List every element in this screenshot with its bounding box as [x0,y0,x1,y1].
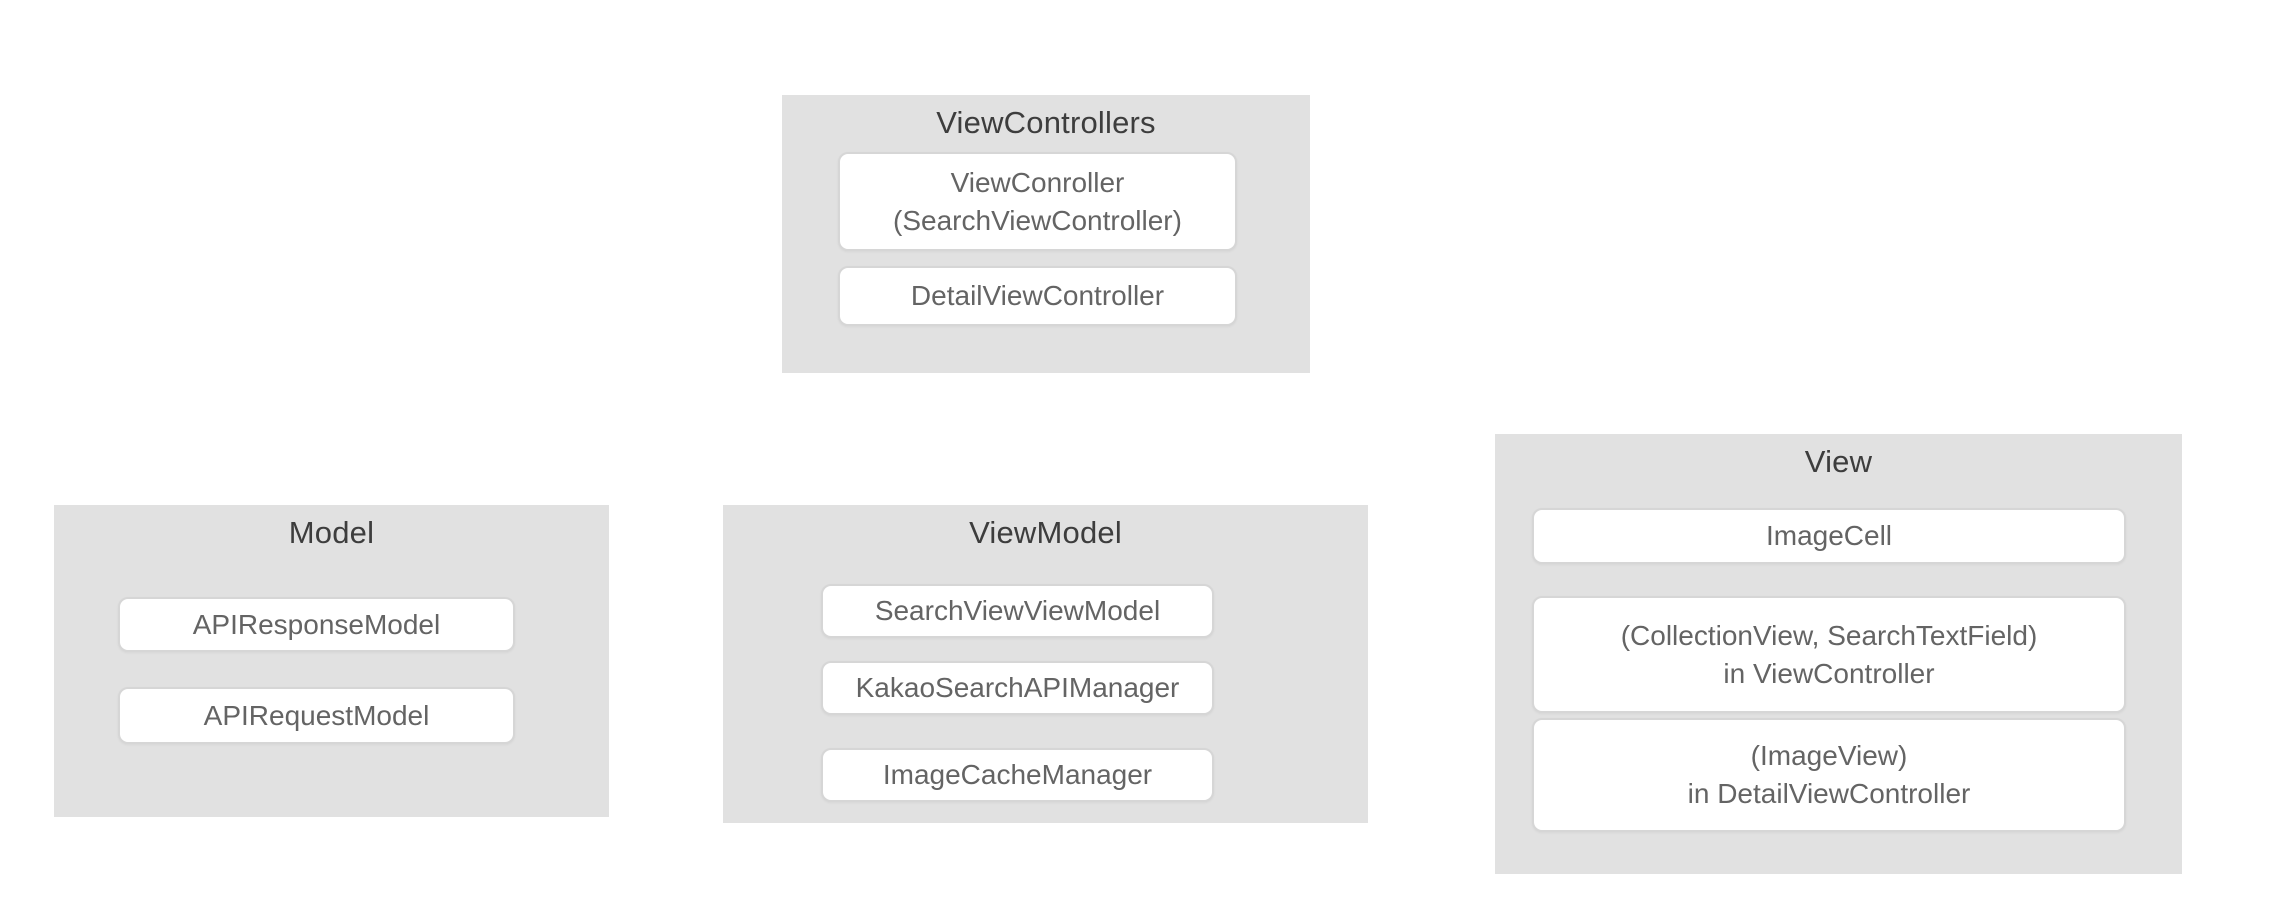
node-searchviewviewmodel: SearchViewViewModel [821,584,1214,638]
group-model-title: Model [288,515,375,550]
node-label-line: ImageCell [1765,520,1893,551]
node-label-line: APIResponseModel [192,608,441,640]
node-imageview-detailviewcontroller: (ImageView) in DetailViewController [1532,718,2126,832]
node-collectionview-searchtextfield: (CollectionView, SearchTextField) in Vie… [1532,596,2126,713]
node-imagecachemanager: ImageCacheManager [821,748,1214,802]
node-label-line: DetailViewController [910,280,1165,311]
node-label-line: in ViewController [1723,657,1935,689]
group-view-title: View [1804,444,1873,479]
node-label-line: (CollectionView, SearchTextField) [1620,619,2038,651]
node-label-line: KakaoSearchAPIManager [855,672,1180,703]
node-label-line: (SearchViewController) [893,204,1182,236]
node-label-line: APIRequestModel [203,699,430,731]
node-label-line: SearchViewViewModel [874,595,1161,626]
group-viewcontrollers: ViewControllers ViewConroller (SearchVie… [782,95,1310,373]
group-viewmodel-title: ViewModel [969,515,1122,550]
node-detailviewcontroller: DetailViewController [838,266,1237,326]
node-label-line: in DetailViewController [1687,778,1971,809]
group-model: Model APIResponseModel APIRequestModel [54,505,609,817]
node-imagecell: ImageCell [1532,508,2126,564]
group-view: View ImageCell (CollectionView, SearchTe… [1495,434,2182,874]
node-label-line: (ImageView) [1750,740,1908,771]
node-kakaosearchapimanager: KakaoSearchAPIManager [821,661,1214,715]
group-viewcontrollers-title: ViewControllers [936,105,1156,140]
node-apirequestmodel: APIRequestModel [118,687,515,744]
node-label-line: ViewConroller [950,166,1125,198]
node-apiresponsemodel: APIResponseModel [118,597,515,652]
node-label-line: ImageCacheManager [882,759,1153,790]
group-viewmodel: ViewModel SearchViewViewModel KakaoSearc… [723,505,1368,823]
node-viewcontroller-searchviewcontroller: ViewConroller (SearchViewController) [838,152,1237,251]
